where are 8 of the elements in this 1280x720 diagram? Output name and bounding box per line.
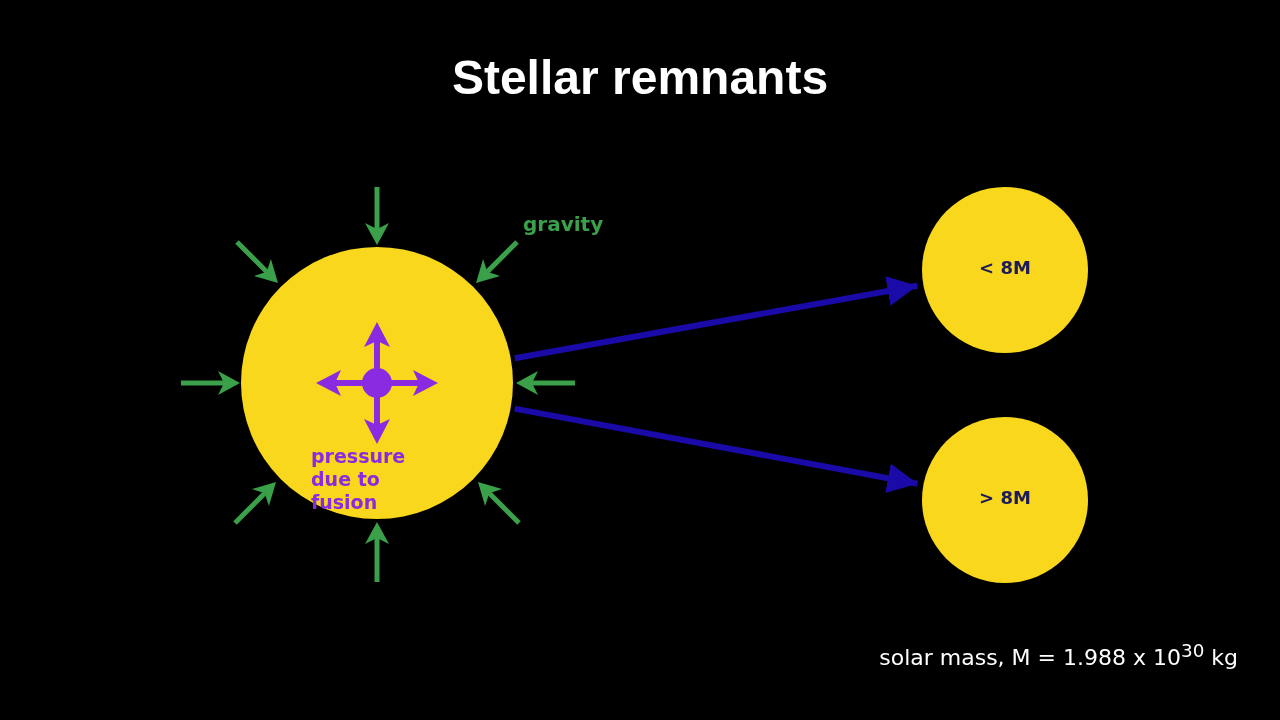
mass-label: < 8M xyxy=(978,257,1032,279)
arrow xyxy=(514,276,918,362)
title: Stellar remnants xyxy=(451,50,829,105)
mass-label: > 8M xyxy=(978,487,1032,509)
arrow xyxy=(514,405,919,493)
footnote: solar mass, M = 1.988 x 10$^{30}$ kg xyxy=(879,640,1238,671)
gravity-label: gravity xyxy=(523,212,604,236)
pressure-label: pressure due to fusion xyxy=(311,445,407,514)
